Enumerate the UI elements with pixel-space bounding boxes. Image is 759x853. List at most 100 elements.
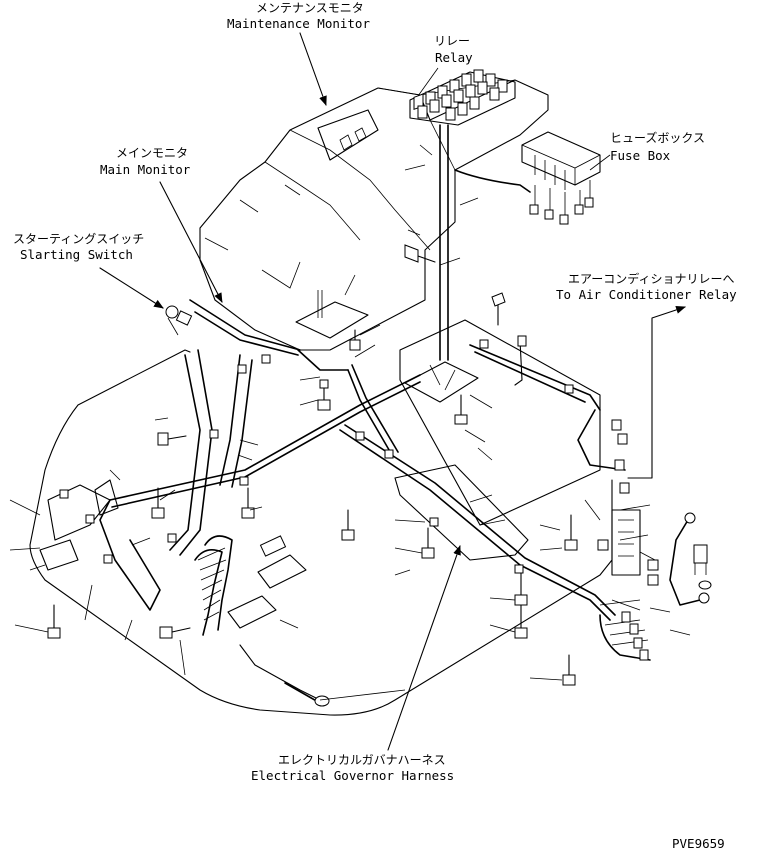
bolt [47,604,61,639]
bracket-middle [404,361,479,403]
relay-units [413,69,508,121]
harness-clamps [59,339,574,574]
ac-branch [514,339,523,386]
console-edge [429,119,456,171]
bolt [514,604,528,639]
ac-connector [619,482,630,494]
governor-lower [194,535,330,707]
callout-lines [9,144,691,701]
relay-bank-slots [618,519,634,557]
right-cables [597,509,712,661]
maintenance-monitor-en: Maintenance Monitor [227,16,370,31]
air-conditioner-relay-en: To Air Conditioner Relay [556,287,737,302]
ac-connector [617,433,628,445]
relay-en: Relay [435,50,473,65]
bolt [454,394,468,425]
fuse-box-jp: ヒューズボックス [610,130,705,145]
fuse-connector [584,197,594,208]
cross-harness [109,374,421,508]
bolt [151,487,165,519]
bolt [349,329,361,351]
left-descender [169,349,213,556]
maintenance-monitor-connectors [339,127,367,151]
label-main-monitor: メインモニタ Main Monitor [100,146,191,177]
fuse-feed [454,169,531,193]
main-monitor-jp: メインモニタ [116,146,188,160]
vertical-trunk [439,124,449,361]
electrical-governor-harness-en: Electrical Governor Harness [251,768,454,783]
bolt [157,432,187,446]
monitor-feed [297,349,349,371]
bolt [404,244,436,263]
drawing-code: PVE9659 [672,836,725,851]
arrow-starting-switch [99,267,164,309]
relay-bank-connector [597,539,609,551]
governor-cover [394,464,529,561]
relay-bank [611,509,641,576]
fuse-connector [529,204,539,215]
arrow-electrical-governor-harness [387,545,461,751]
bracket-stud [317,290,323,318]
maintenance-monitor-panel [317,109,379,161]
lower-right-harness [599,614,651,661]
bolt [491,292,506,326]
monitor-lead [189,299,301,356]
fuse-connector [559,214,569,225]
label-electrical-governor-harness: エレクトリカルガバナハーネス Electrical Governor Harne… [251,753,454,783]
left-connector-plate [94,479,119,516]
ac-connector [611,419,622,431]
main-monitor-en: Main Monitor [100,162,191,177]
bolts [47,244,578,686]
lower-shelf [399,319,601,526]
label-fuse-box: ヒューズボックス Fuse Box [610,130,705,163]
console-outline [199,79,549,351]
leader-arrows [99,32,686,751]
bracket-lower [257,554,307,589]
arrow-air-conditioner-relay [627,306,686,479]
relay-bank-connector [647,574,659,586]
bolt [564,514,578,551]
bracket-detail [429,364,456,391]
bolt [159,626,191,639]
fuse-box [521,131,601,225]
relay-block [409,69,516,126]
bolt [341,509,355,541]
fuse-box-pins [534,155,566,190]
label-starting-switch: スターティングスイッチ Slarting Switch [13,232,144,262]
fuse-box-body [521,131,601,186]
monitor-console [199,79,549,351]
main-harness [109,124,630,621]
left-bracket [47,484,111,541]
label-maintenance-monitor: メンテナンスモニタ Maintenance Monitor [227,1,370,31]
bolt [421,527,435,559]
relay-jp: リレー [434,34,470,48]
left-clip [39,539,79,571]
ac-connector [517,335,527,347]
bolt [514,569,528,606]
fuse-box-en: Fuse Box [610,148,671,163]
ground-cable [669,519,701,606]
ac-connector [614,459,625,471]
fuse-box-edges [521,144,601,185]
lower-cable [239,644,321,701]
starting-switch [165,305,193,336]
lower-cable-end [314,695,330,707]
bolt [562,654,576,686]
left-harness [39,299,301,611]
arrow-maintenance-monitor [299,32,327,106]
ground-bolt-head [693,544,708,564]
console-ridge-2 [264,161,361,241]
fuse-connector [544,209,554,220]
leader-relay [417,67,439,97]
air-conditioner-relay-jp: エアーコンディショナリレーへ [568,271,734,286]
bolt [241,487,255,519]
relay-bank-connector [647,559,659,571]
left-loop [99,499,161,611]
console-ridge [289,129,431,251]
electrical-governor-harness-jp: エレクトリカルガバナハーネス [278,753,446,767]
label-relay: リレー Relay [434,34,473,65]
monitor-branch [347,364,399,456]
relay-base [409,71,516,126]
lower-cable-sleeve [284,682,321,704]
